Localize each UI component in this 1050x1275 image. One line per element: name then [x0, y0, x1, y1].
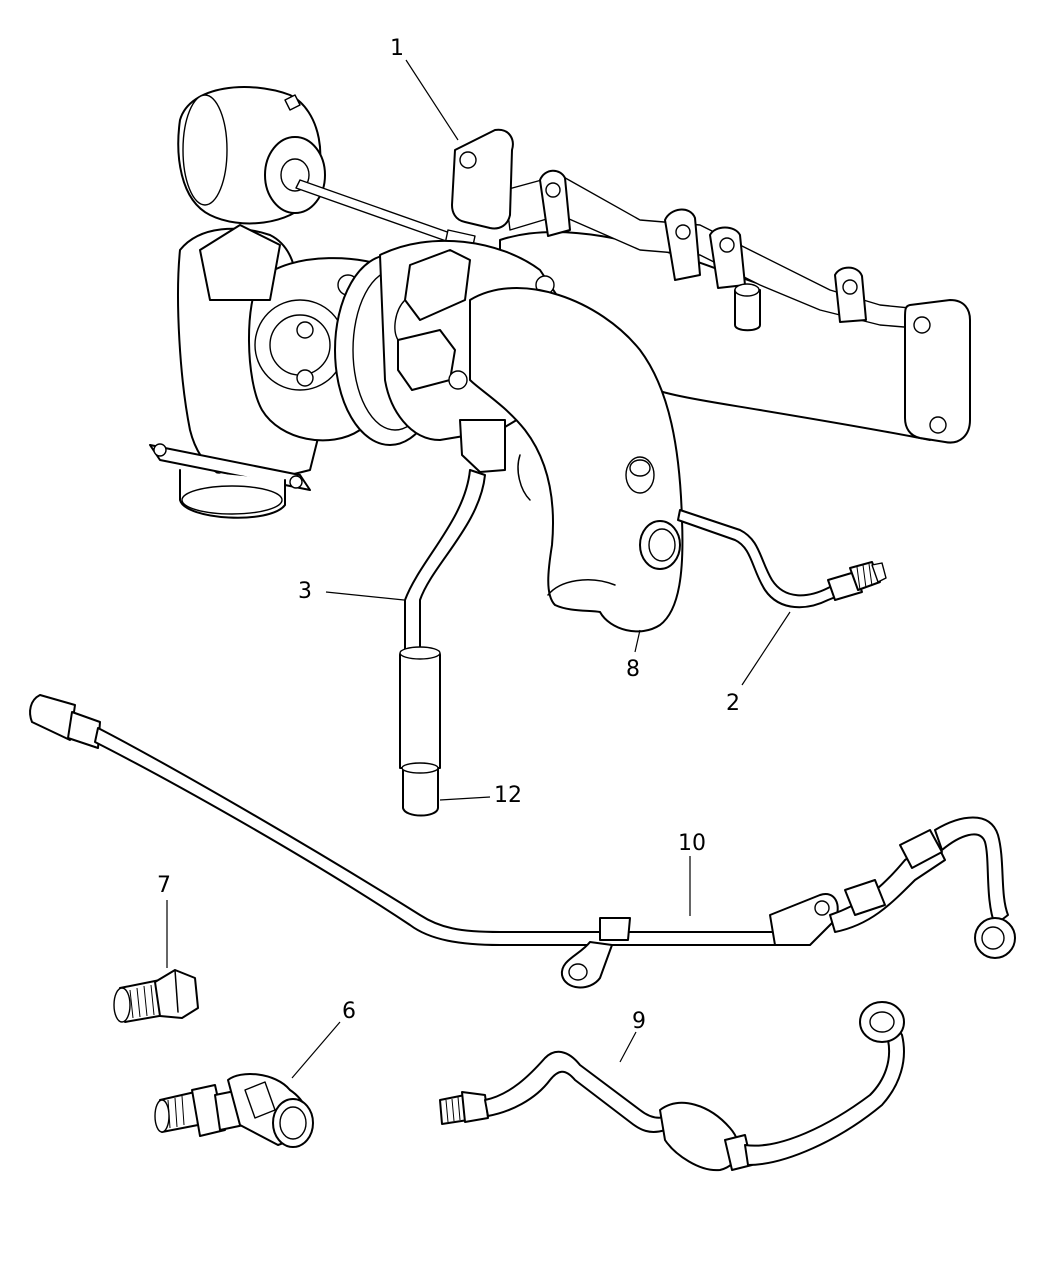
leader-12 — [439, 796, 491, 801]
callout-12: 12 — [494, 783, 522, 808]
callout-1: 1 — [390, 36, 404, 61]
hose-icon — [399, 646, 441, 817]
oil-feed-tube-icon — [439, 1001, 905, 1172]
callout-3: 3 — [298, 579, 312, 604]
leader-6 — [291, 1021, 341, 1079]
leader-1 — [405, 59, 459, 141]
leader-8 — [634, 629, 641, 653]
tube-2-icon — [677, 509, 887, 609]
tube-3-icon — [404, 469, 486, 661]
adapter-fitting-icon — [113, 969, 199, 1023]
elbow-fitting-icon — [154, 1073, 314, 1148]
leader-lines — [166, 59, 791, 1079]
callouts: 1 2 3 6 7 8 9 10 12 — [157, 36, 740, 1034]
leader-3 — [325, 591, 405, 601]
callout-9: 9 — [632, 1009, 646, 1034]
leader-9 — [619, 1031, 637, 1063]
callout-10: 10 — [678, 831, 706, 856]
callout-8: 8 — [626, 657, 640, 682]
callout-6: 6 — [342, 999, 356, 1024]
leader-2 — [741, 611, 791, 686]
callout-7: 7 — [157, 873, 171, 898]
callout-2: 2 — [726, 691, 740, 716]
oil-return-tube-icon — [29, 694, 1016, 989]
outlet-pipe-icon — [469, 287, 684, 633]
